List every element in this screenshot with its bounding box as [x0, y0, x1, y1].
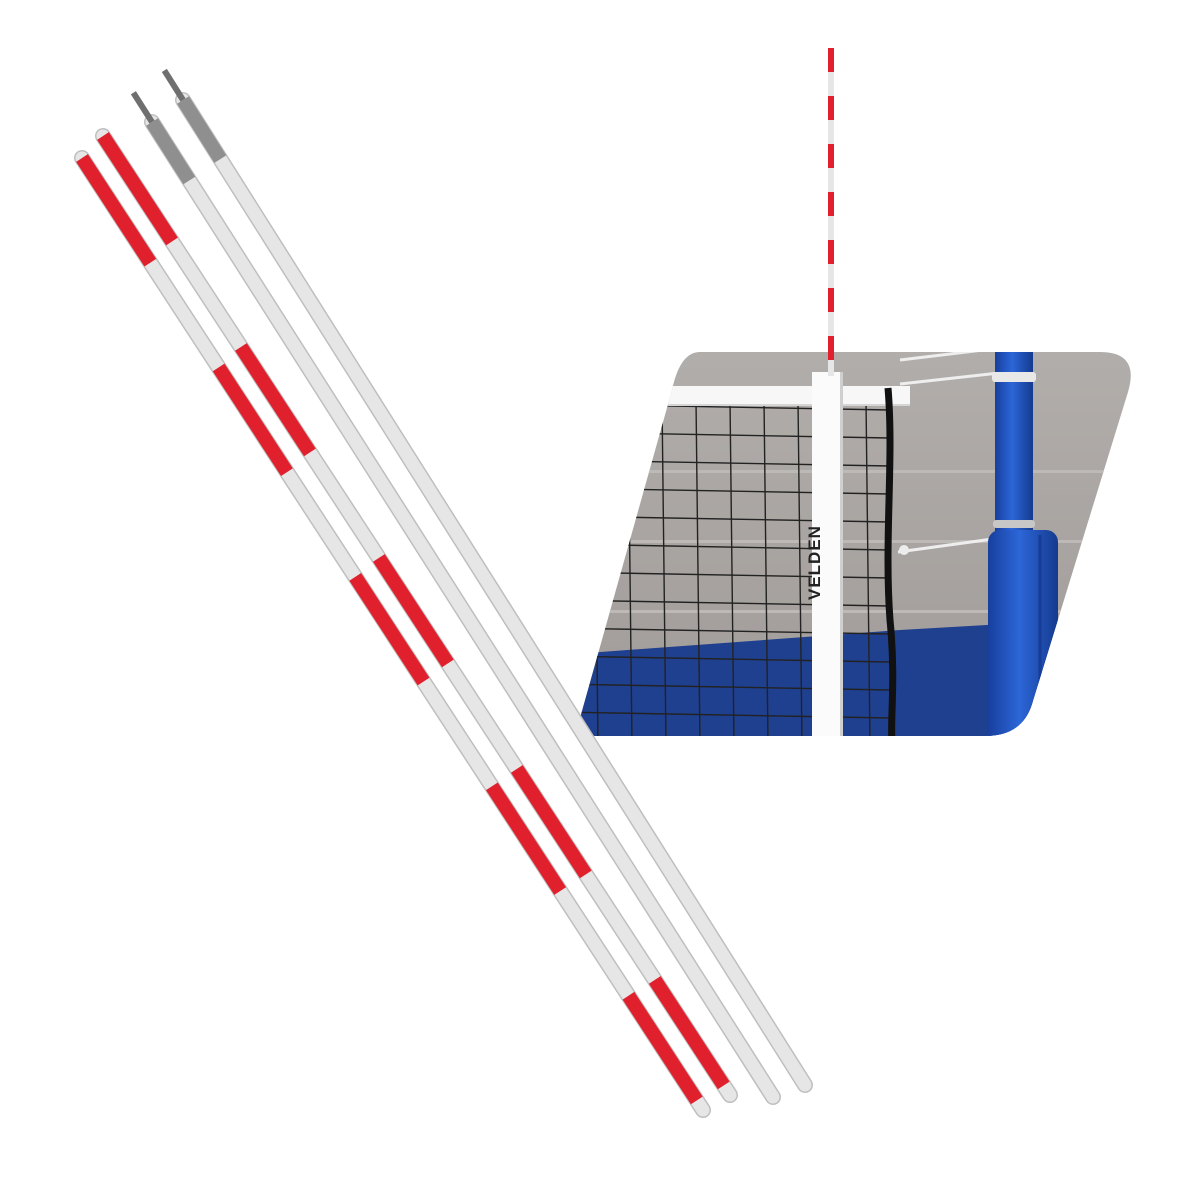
- rod-connector-pin: [161, 68, 186, 102]
- antenna-2: [95, 128, 738, 1103]
- mounted-antenna: [828, 48, 834, 376]
- rod-red-tip: [76, 154, 157, 267]
- pole-pad: [988, 530, 1058, 736]
- rope-knot: [899, 545, 909, 555]
- antenna-band: [828, 288, 834, 312]
- antenna-band: [828, 96, 834, 120]
- rod-connector: [146, 118, 196, 185]
- antenna-band: [828, 192, 834, 216]
- net-side-tape-shadow: [840, 372, 843, 736]
- tension-rope: [897, 536, 1001, 554]
- antenna-band: [828, 144, 834, 168]
- net-mesh-line: [797, 399, 803, 736]
- tension-rope: [899, 370, 1009, 386]
- rod-connector-pin: [130, 91, 155, 124]
- net-cable: [884, 387, 897, 736]
- antenna-3: [130, 91, 781, 1105]
- net-top-tape-edge: [575, 404, 910, 406]
- net-mesh-line: [560, 740, 890, 746]
- rod-red-band: [212, 363, 293, 476]
- pole-clamp: [993, 520, 1035, 528]
- rod-connector: [177, 96, 227, 163]
- rod-body: [176, 93, 812, 1092]
- rod-red-tip: [97, 132, 178, 246]
- rod-red-band: [648, 976, 730, 1090]
- wall-stripe: [575, 470, 1131, 473]
- rod-red-band: [485, 782, 567, 895]
- net-side-tape: [812, 372, 842, 736]
- antenna-band: [828, 48, 834, 72]
- rod-red-band: [510, 765, 592, 879]
- net-mesh-line: [865, 399, 871, 736]
- pole-clamp: [992, 372, 1036, 382]
- rod-body: [145, 115, 780, 1104]
- antenna-band: [828, 336, 834, 360]
- net-mesh-line: [661, 399, 667, 736]
- antenna-4: [161, 68, 813, 1093]
- antenna-1: [74, 150, 711, 1118]
- brand-label: VELDEN: [805, 525, 824, 600]
- inset-photo: VELDEN: [560, 352, 1131, 746]
- rod-red-band: [235, 343, 316, 457]
- rod-red-band: [622, 991, 703, 1105]
- net-top-tape: [575, 386, 910, 404]
- rod-red-band: [373, 554, 454, 668]
- antenna-band: [828, 240, 834, 264]
- net-mesh-line: [695, 399, 701, 736]
- wall-stripe: [575, 610, 1131, 613]
- wall-stripe: [575, 540, 1131, 543]
- rod-red-band: [349, 573, 430, 686]
- antenna-rods: [74, 68, 813, 1118]
- tension-rope: [899, 352, 1001, 362]
